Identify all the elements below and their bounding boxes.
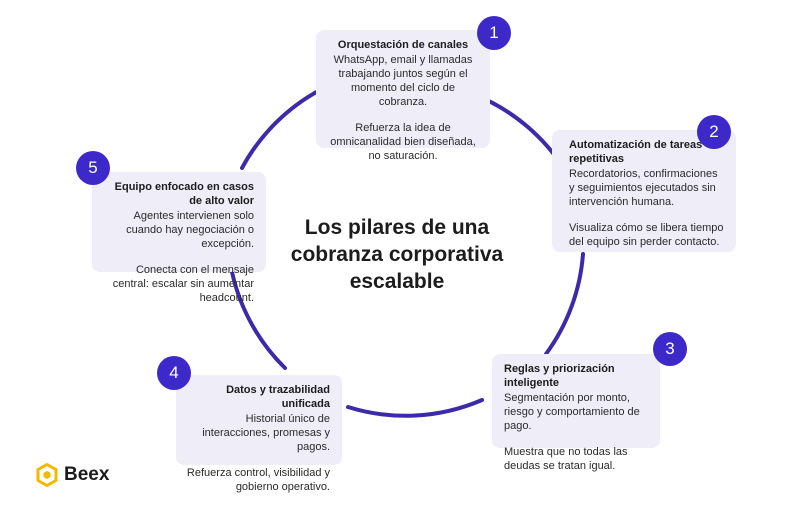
pillar-2-body: Recordatorios, confirmaciones y seguimie… bbox=[569, 168, 718, 208]
pillar-card-5: Equipo enfocado en casos de alto valor A… bbox=[92, 172, 266, 304]
pillar-1-note: Refuerza la idea de omnicanalidad bien d… bbox=[330, 122, 476, 162]
pillar-3-number-badge: 3 bbox=[653, 332, 687, 366]
pillar-5-note: Conecta con el mensaje central: escalar … bbox=[112, 264, 254, 304]
ring-arc-2-3 bbox=[544, 252, 585, 356]
ring-arc-5-1 bbox=[240, 88, 322, 170]
pillar-4-body: Historial único de interacciones, promes… bbox=[202, 413, 330, 453]
pillar-5-body: Agentes intervienen solo cuando hay nego… bbox=[126, 210, 254, 250]
pillar-3-note: Muestra que no todas las deudas se trata… bbox=[504, 446, 628, 472]
beex-logo: Beex bbox=[36, 462, 109, 488]
pillar-card-2: Automatización de tareas repetitivas Rec… bbox=[552, 130, 736, 252]
pillar-card-1: Orquestación de canales WhatsApp, email … bbox=[316, 30, 490, 162]
pillar-1-number-badge: 1 bbox=[477, 16, 511, 50]
brand-name: Beex bbox=[64, 464, 110, 485]
beex-hexagon-icon bbox=[36, 463, 58, 487]
ring-arc-4-5 bbox=[230, 270, 287, 370]
pillar-5-title: Equipo enfocado en casos de alto valor bbox=[114, 181, 254, 207]
pillar-3-body: Segmentación por monto, riesgo y comport… bbox=[504, 392, 640, 432]
pillar-1-title: Orquestación de canales bbox=[337, 39, 469, 51]
diagram-title: Los pilares de una cobranza corporativa … bbox=[290, 216, 504, 293]
pillar-2-note: Visualiza cómo se libera tiempo del equi… bbox=[569, 222, 724, 248]
pillar-4-number-badge: 4 bbox=[157, 356, 191, 390]
pillar-card-3: Reglas y priorización inteligente Segmen… bbox=[492, 354, 660, 472]
pillar-4-note: Refuerza control, visibilidad y gobierno… bbox=[186, 467, 330, 493]
pillar-card-4: Datos y trazabilidad unificada Historial… bbox=[176, 375, 342, 493]
pillar-2-number-badge: 2 bbox=[697, 115, 731, 149]
ring-arc-3-4 bbox=[346, 398, 484, 418]
pillar-4-title: Datos y trazabilidad unificada bbox=[226, 384, 330, 410]
pillar-2-title: Automatización de tareas repetitivas bbox=[569, 139, 703, 165]
pillar-1-body: WhatsApp, email y llamadas trabajando ju… bbox=[333, 54, 473, 108]
pillar-5-number-badge: 5 bbox=[76, 151, 110, 185]
pillar-3-title: Reglas y priorización inteligente bbox=[504, 363, 615, 389]
